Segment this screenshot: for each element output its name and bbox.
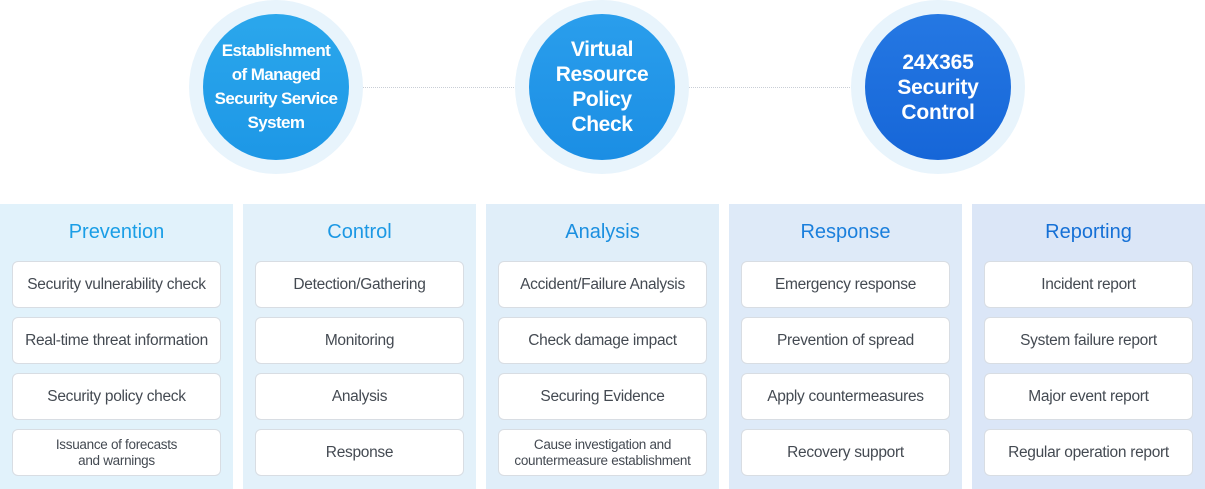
process-item-text: Check damage impact — [528, 331, 677, 349]
process-item-card: Monitoring — [255, 317, 464, 364]
process-item-text: Prevention of spread — [776, 331, 915, 349]
column-title: Prevention — [68, 221, 165, 243]
process-item-card: Major event report — [984, 373, 1193, 420]
process-item-card: Recovery support — [741, 429, 950, 476]
circle-line: Security — [897, 75, 979, 99]
process-item-card: Security policy check — [12, 373, 221, 420]
circle-line: of Managed — [231, 65, 321, 84]
circle-label-security-control: 24X365 Security Control — [865, 14, 1011, 160]
process-item-text: Analysis — [331, 387, 388, 405]
process-item-text: Monitoring — [324, 331, 395, 349]
process-item-text: and warnings — [78, 452, 155, 468]
process-item-text: Security vulnerability check — [27, 275, 206, 293]
circle-line: Policy — [572, 88, 632, 111]
process-item-text: Cause investigation and — [533, 436, 672, 452]
process-item-text: Accident/Failure Analysis — [520, 275, 685, 293]
process-item-text: Major event report — [1028, 387, 1149, 405]
process-item-card: Emergency response — [741, 261, 950, 308]
process-item-card: Accident/Failure Analysis — [498, 261, 707, 308]
process-item-text: Response — [325, 443, 394, 461]
process-item-card: Detection/Gathering — [255, 261, 464, 308]
process-item-text: Security policy check — [47, 387, 186, 405]
column-title: Reporting — [1045, 221, 1132, 243]
process-item-card: System failure report — [984, 317, 1193, 364]
circle-line: Resource — [555, 63, 649, 86]
process-item-card: Securing Evidence — [498, 373, 707, 420]
circle-label-virtual-resource-policy: Virtual Resource Policy Check — [529, 14, 675, 160]
process-item-card: Prevention of spread — [741, 317, 950, 364]
circle-line: Control — [901, 100, 975, 124]
process-item-text: Emergency response — [774, 275, 917, 293]
process-item-card: Regular operation report — [984, 429, 1193, 476]
circle-line: 24X365 — [902, 50, 974, 74]
process-item-text: Recovery support — [787, 443, 904, 461]
circle-line: Establishment — [221, 41, 331, 60]
circle-virtual-resource-policy: Virtual Resource Policy Check — [515, 0, 689, 174]
circle-line: Security Service — [214, 89, 338, 108]
process-item-text: Real-time threat information — [25, 331, 208, 349]
circle-managed-security-service: Establishment of Managed Security Servic… — [189, 0, 363, 174]
process-item-card: Real-time threat information — [12, 317, 221, 364]
process-item-text: Detection/Gathering — [293, 275, 426, 293]
column-title: Control — [327, 221, 392, 243]
circle-security-control: 24X365 Security Control — [851, 0, 1025, 174]
process-item-card: Apply countermeasures — [741, 373, 950, 420]
circle-label-managed-security-service: Establishment of Managed Security Servic… — [203, 14, 349, 160]
process-item-text: Issuance of forecasts — [55, 436, 178, 452]
process-item-card: Incident report — [984, 261, 1193, 308]
process-item-card: Analysis — [255, 373, 464, 420]
column-title: Response — [800, 221, 891, 243]
process-item-text: Incident report — [1041, 275, 1136, 293]
process-item-text: countermeasure establishment — [514, 452, 691, 468]
process-item-card: Check damage impact — [498, 317, 707, 364]
process-item-text: Securing Evidence — [540, 387, 665, 405]
process-item-text: System failure report — [1020, 331, 1157, 349]
process-item-text: Apply countermeasures — [767, 387, 924, 405]
process-item-card: Response — [255, 429, 464, 476]
circle-line: System — [247, 113, 305, 132]
process-item-text: Regular operation report — [1008, 443, 1169, 461]
column-title: Analysis — [565, 221, 640, 243]
circle-line: Check — [571, 113, 633, 136]
circle-line: Virtual — [570, 38, 634, 61]
process-item-card: Security vulnerability check — [12, 261, 221, 308]
